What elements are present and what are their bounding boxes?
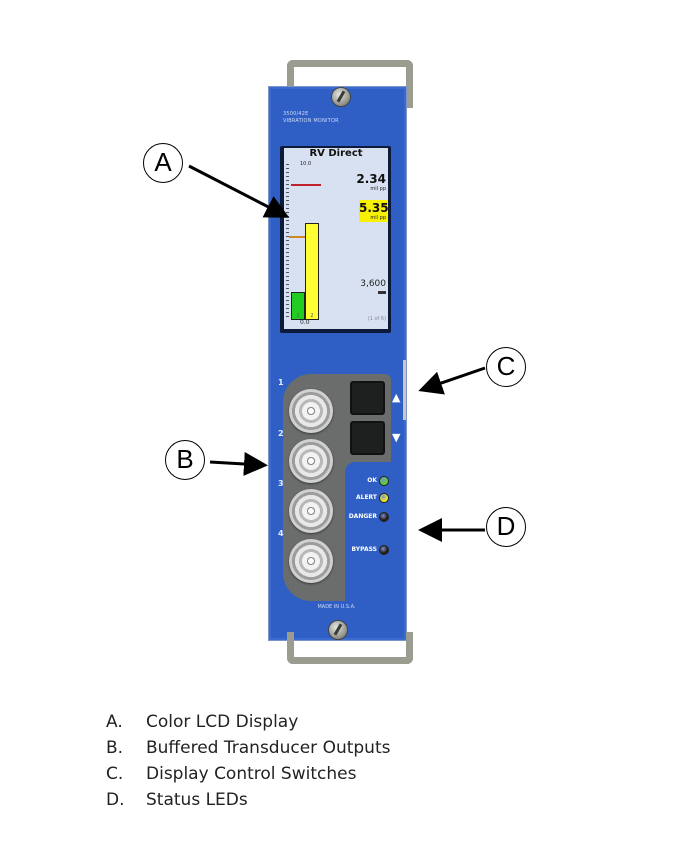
legend-text: Status LEDs [146, 787, 248, 813]
legend-key: B. [106, 735, 146, 761]
legend-item: A.Color LCD Display [106, 709, 390, 735]
callout-d: D [486, 507, 526, 547]
legend-key: D. [106, 787, 146, 813]
legend-key: A. [106, 709, 146, 735]
callout-a: A [143, 143, 183, 183]
legend: A.Color LCD Display B.Buffered Transduce… [106, 709, 390, 813]
legend-text: Display Control Switches [146, 761, 356, 787]
legend-key: C. [106, 761, 146, 787]
arrow-b [210, 462, 262, 465]
legend-item: C.Display Control Switches [106, 761, 390, 787]
callout-c: C [486, 347, 526, 387]
legend-text: Buffered Transducer Outputs [146, 735, 390, 761]
callout-b: B [165, 440, 205, 480]
arrow-c [424, 368, 485, 389]
legend-item: D.Status LEDs [106, 787, 390, 813]
legend-item: B.Buffered Transducer Outputs [106, 735, 390, 761]
legend-text: Color LCD Display [146, 709, 298, 735]
arrow-a [189, 166, 284, 215]
